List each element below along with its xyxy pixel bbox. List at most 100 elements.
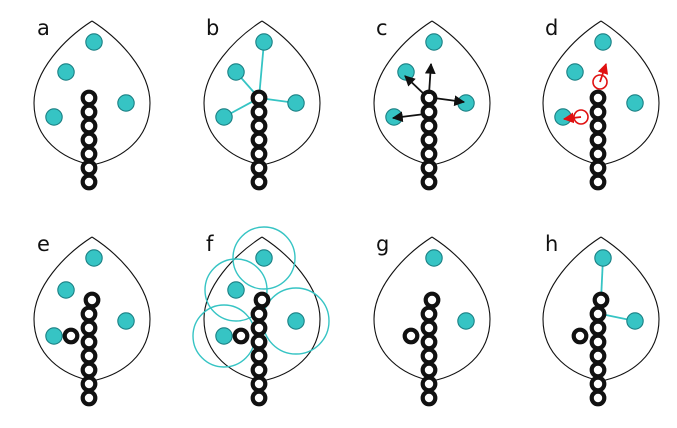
attraction-point bbox=[594, 33, 612, 51]
growth-vector bbox=[597, 62, 609, 83]
attraction-point bbox=[45, 108, 63, 126]
stem-node bbox=[420, 333, 438, 351]
stem-node bbox=[250, 89, 268, 107]
stem-node bbox=[250, 173, 268, 191]
stem-node bbox=[250, 103, 268, 121]
stem-node bbox=[589, 89, 607, 107]
stem-node bbox=[80, 159, 98, 177]
stem-node bbox=[420, 131, 438, 149]
panel-label-g: g bbox=[376, 232, 389, 256]
stem-node bbox=[589, 375, 607, 393]
stem-node bbox=[423, 291, 441, 309]
direction-vector bbox=[391, 111, 426, 123]
panel-b bbox=[203, 20, 321, 191]
direction-vector bbox=[424, 62, 436, 95]
panel-c bbox=[373, 20, 491, 191]
attraction-point bbox=[425, 249, 443, 267]
new-node-candidate bbox=[592, 74, 608, 90]
kill-radius-circle bbox=[204, 258, 268, 322]
panel-f bbox=[192, 226, 330, 407]
stem-node bbox=[420, 159, 438, 177]
branch-node bbox=[232, 327, 250, 345]
attraction-point bbox=[287, 312, 305, 330]
kill-radius-circle bbox=[232, 226, 296, 290]
stem-node bbox=[589, 131, 607, 149]
stem-node bbox=[420, 103, 438, 121]
panel-d bbox=[542, 20, 660, 191]
attraction-point bbox=[255, 33, 273, 51]
attraction-point bbox=[227, 281, 245, 299]
attraction-point bbox=[57, 281, 75, 299]
stem-node bbox=[83, 291, 101, 309]
stem-node bbox=[250, 145, 268, 163]
panel-label-e: e bbox=[37, 232, 50, 256]
stem-node bbox=[589, 103, 607, 121]
attraction-point bbox=[457, 312, 475, 330]
stem-node bbox=[253, 291, 271, 309]
stem-node bbox=[420, 389, 438, 407]
direction-vector bbox=[433, 95, 466, 107]
growth-vector bbox=[562, 112, 582, 124]
panel-label-b: b bbox=[206, 16, 219, 40]
branch-node bbox=[62, 327, 80, 345]
stem-node bbox=[420, 117, 438, 135]
stem-node bbox=[420, 375, 438, 393]
attraction-point bbox=[425, 33, 443, 51]
stem-node bbox=[80, 375, 98, 393]
attraction-point bbox=[457, 94, 475, 112]
stem-node bbox=[80, 89, 98, 107]
stem-node bbox=[420, 173, 438, 191]
panel-label-f: f bbox=[206, 232, 214, 256]
stem-node bbox=[250, 375, 268, 393]
stem-node bbox=[589, 333, 607, 351]
attraction-point bbox=[594, 249, 612, 267]
influence-link bbox=[258, 41, 265, 99]
attraction-point bbox=[117, 312, 135, 330]
branch-node bbox=[402, 327, 420, 345]
stem-node bbox=[420, 347, 438, 365]
attraction-point bbox=[626, 94, 644, 112]
attraction-point bbox=[626, 312, 644, 330]
stem-node bbox=[250, 361, 268, 379]
attraction-point bbox=[57, 63, 75, 81]
panel-label-a: a bbox=[37, 16, 50, 40]
stem-node bbox=[250, 305, 268, 323]
stem-node bbox=[250, 131, 268, 149]
attraction-point bbox=[215, 108, 233, 126]
stem-node bbox=[80, 347, 98, 365]
stem-node bbox=[80, 131, 98, 149]
stem-node bbox=[589, 389, 607, 407]
attraction-point bbox=[117, 94, 135, 112]
stem-node bbox=[250, 389, 268, 407]
attraction-point bbox=[45, 327, 63, 345]
stem-node bbox=[80, 173, 98, 191]
attraction-point bbox=[255, 249, 273, 267]
stem-node bbox=[589, 117, 607, 135]
stem-node bbox=[589, 159, 607, 177]
stem-node bbox=[420, 361, 438, 379]
stem-node bbox=[250, 117, 268, 135]
panel-h bbox=[542, 236, 660, 407]
stem-node bbox=[80, 389, 98, 407]
attraction-point bbox=[85, 33, 103, 51]
stem-node bbox=[589, 347, 607, 365]
stem-node bbox=[80, 333, 98, 351]
stem-node bbox=[80, 145, 98, 163]
attraction-point bbox=[566, 63, 584, 81]
direction-vector bbox=[404, 75, 426, 96]
stem-node bbox=[250, 159, 268, 177]
panel-g bbox=[373, 236, 491, 407]
panel-label-h: h bbox=[545, 232, 558, 256]
attraction-point bbox=[215, 327, 233, 345]
diagram-drawing bbox=[33, 20, 660, 407]
stem-node bbox=[589, 361, 607, 379]
stem-node bbox=[250, 347, 268, 365]
stem-node bbox=[80, 117, 98, 135]
panel-label-c: c bbox=[376, 16, 388, 40]
stem-node bbox=[589, 173, 607, 191]
panel-e bbox=[33, 236, 151, 407]
stem-node bbox=[592, 291, 610, 309]
attraction-point bbox=[287, 94, 305, 112]
attraction-point bbox=[85, 249, 103, 267]
